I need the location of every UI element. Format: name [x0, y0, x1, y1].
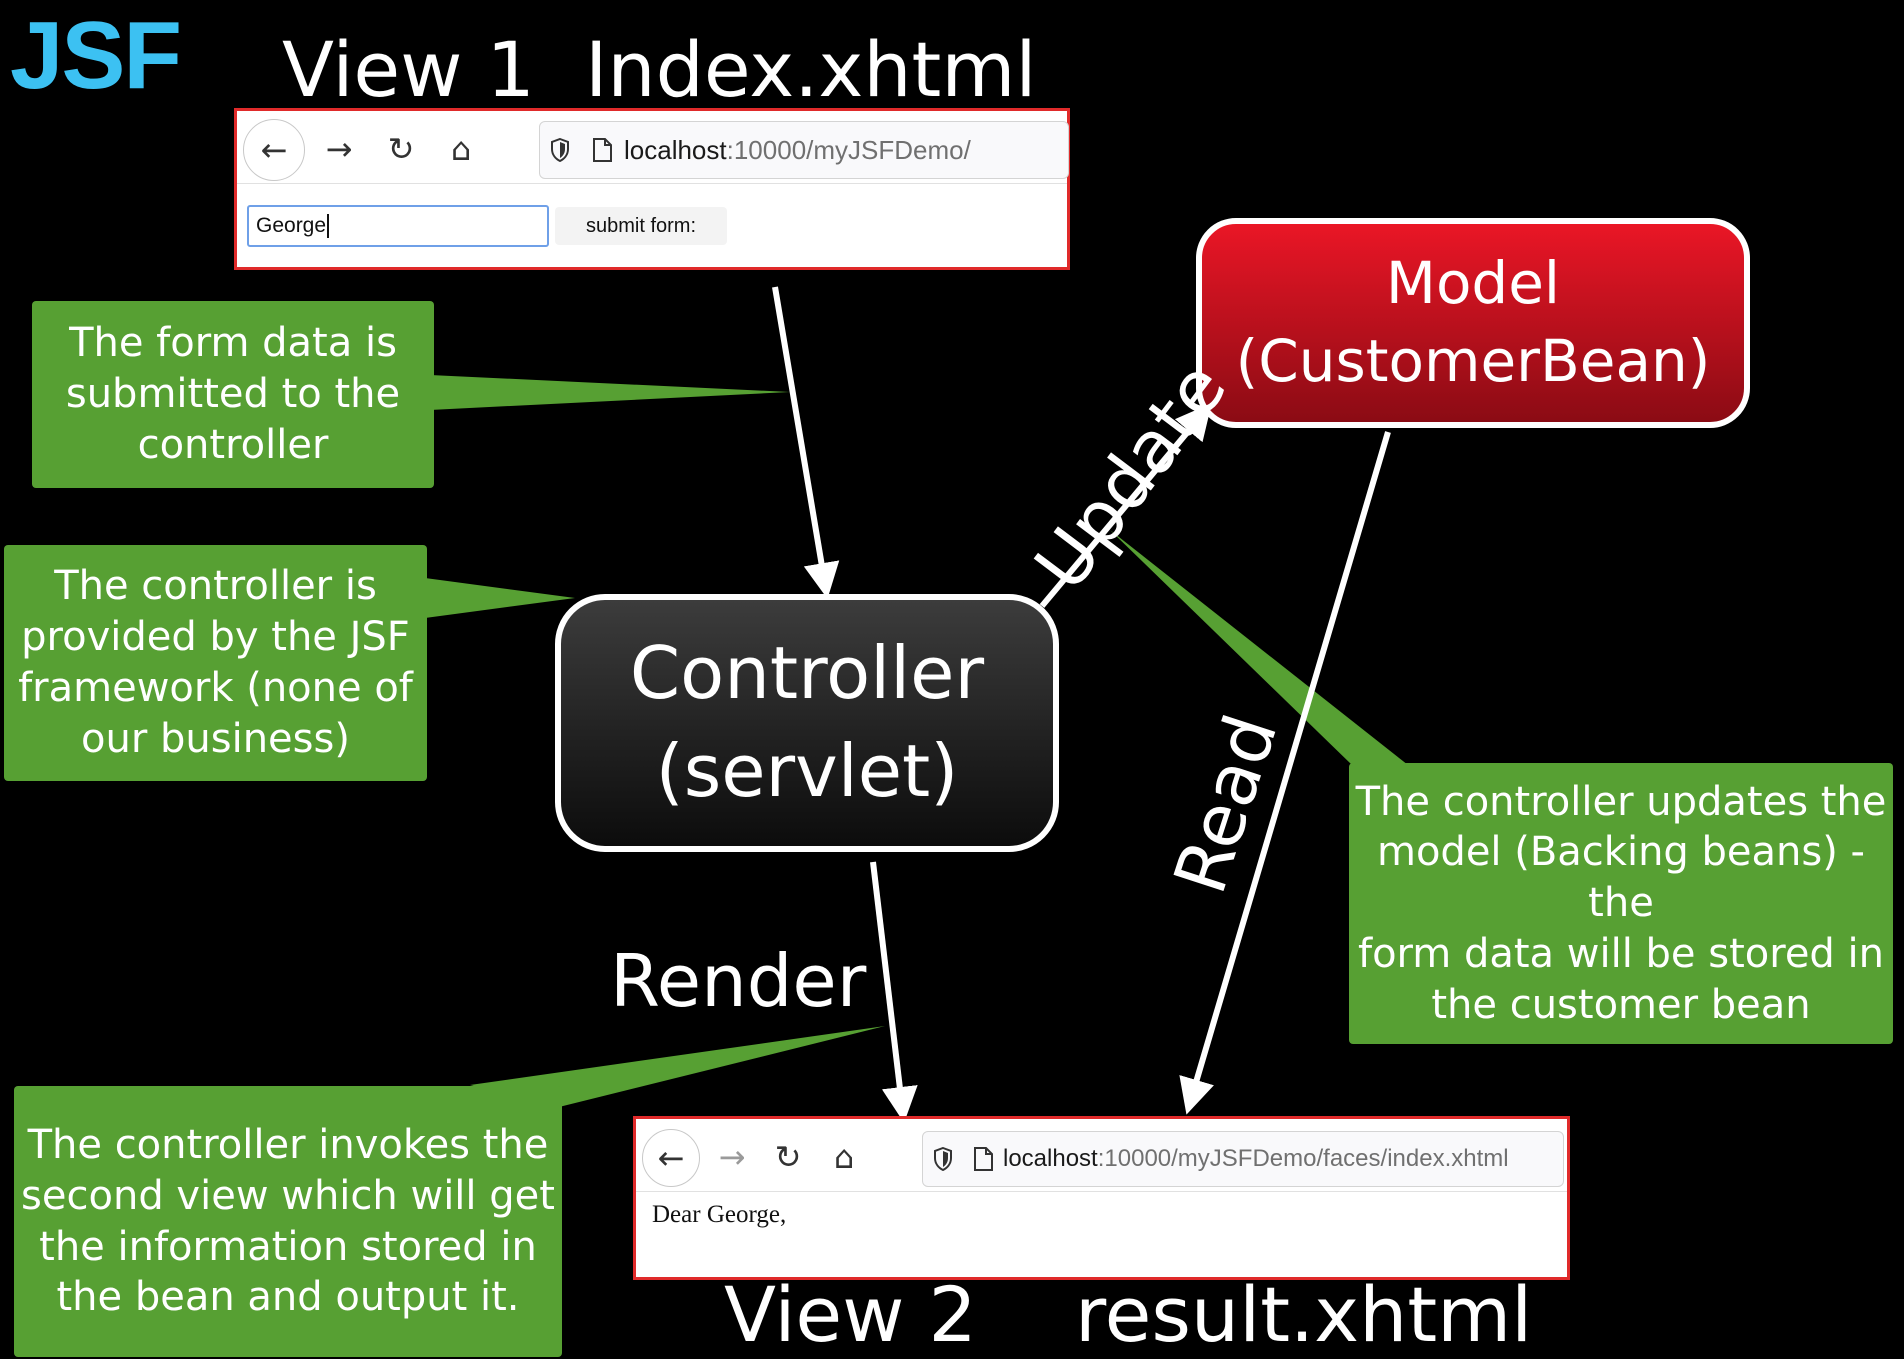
- arrow-read: [1179, 431, 1391, 1115]
- jsf-logo: JSF: [10, 2, 182, 109]
- browser-window-view2: ← → ↻ ⌂ localhost:10000/myJSFDemo/faces/…: [633, 1116, 1570, 1280]
- name-input[interactable]: George: [247, 205, 549, 247]
- page-icon: [580, 137, 624, 163]
- model-title: Model: [1385, 249, 1561, 318]
- reload-icon[interactable]: ↻: [774, 1138, 802, 1176]
- callout-pointer-provided: [425, 578, 575, 618]
- view2-label: View 2: [724, 1270, 977, 1359]
- controller-node: Controller (servlet): [555, 594, 1059, 852]
- url-text: localhost:10000/myJSFDemo/: [624, 134, 971, 165]
- url-text: localhost:10000/myJSFDemo/faces/index.xh…: [1003, 1145, 1509, 1172]
- shield-icon: [540, 138, 580, 162]
- shield-icon: [923, 1147, 963, 1171]
- submit-form-button[interactable]: submit form:: [555, 207, 727, 245]
- view1-label: View 1: [282, 25, 535, 114]
- arrow-render: [870, 861, 918, 1123]
- toolbar-divider: [237, 183, 1067, 184]
- arrow-submit: [772, 286, 840, 599]
- view2-file: result.xhtml: [1075, 1270, 1533, 1359]
- forward-arrow-icon[interactable]: →: [325, 130, 353, 168]
- render-label: Render: [610, 939, 867, 1023]
- toolbar-divider: [636, 1191, 1567, 1192]
- address-bar[interactable]: localhost:10000/myJSFDemo/faces/index.xh…: [922, 1131, 1564, 1187]
- back-arrow-icon[interactable]: ←: [642, 1129, 700, 1187]
- forward-arrow-icon[interactable]: →: [718, 1138, 746, 1176]
- home-icon[interactable]: ⌂: [833, 1138, 855, 1176]
- model-node: Model (CustomerBean): [1196, 218, 1750, 428]
- browser-window-view1: ← → ↻ ⌂ localhost:10000/myJSFDemo/ Georg…: [234, 108, 1070, 270]
- controller-title: Controller: [629, 631, 985, 716]
- back-arrow-icon[interactable]: ←: [243, 119, 305, 181]
- address-bar[interactable]: localhost:10000/myJSFDemo/: [539, 121, 1069, 179]
- result-page-text: Dear George,: [652, 1201, 787, 1228]
- arrow-update: [1039, 403, 1212, 608]
- view1-file: Index.xhtml: [585, 25, 1037, 114]
- callout-pointer-invokes: [470, 1026, 885, 1108]
- home-icon[interactable]: ⌂: [450, 130, 472, 168]
- callout-pointer-updates: [1110, 530, 1408, 765]
- callout-pointer-submitted: [430, 375, 790, 410]
- page-icon: [963, 1146, 1003, 1172]
- reload-icon[interactable]: ↻: [387, 130, 415, 168]
- model-subtitle: (CustomerBean): [1235, 327, 1711, 395]
- controller-subtitle: (servlet): [655, 729, 959, 813]
